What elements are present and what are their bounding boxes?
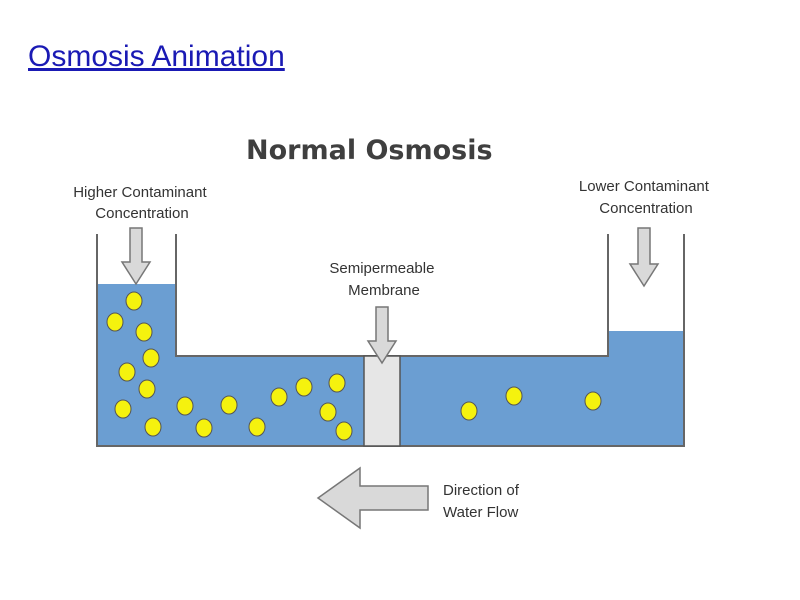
membrane-label: Semipermeable Membrane xyxy=(329,260,438,299)
particle xyxy=(505,386,523,406)
particle xyxy=(248,417,266,437)
particle xyxy=(319,402,337,422)
left-down-arrow-icon xyxy=(120,227,152,286)
particle xyxy=(195,418,213,438)
flow-label: Direction of Water Flow xyxy=(443,482,523,521)
right-label-line-2: Concentration xyxy=(599,200,692,217)
particle xyxy=(584,391,602,411)
particle xyxy=(176,396,194,416)
membrane-down-arrow-icon xyxy=(366,306,398,365)
contaminant-particles xyxy=(106,291,602,441)
left-label-line-2: Concentration xyxy=(95,205,188,222)
flow-label-line-1: Direction of xyxy=(443,482,520,499)
particle xyxy=(135,322,153,342)
membrane-label-line-1: Semipermeable xyxy=(329,260,434,277)
right-label: Lower Contaminant Concentration xyxy=(579,178,713,217)
water-flow-arrow-icon xyxy=(316,466,429,530)
membrane-label-line-2: Membrane xyxy=(348,282,420,299)
particle xyxy=(270,387,288,407)
particle xyxy=(114,399,132,419)
particle xyxy=(295,377,313,397)
left-label-line-1: Higher Contaminant xyxy=(73,184,207,201)
particle xyxy=(142,348,160,368)
particle xyxy=(125,291,143,311)
semipermeable-membrane xyxy=(363,355,401,447)
left-label: Higher Contaminant Concentration xyxy=(73,184,211,222)
flow-label-line-2: Water Flow xyxy=(443,504,518,521)
diagram-title: Normal Osmosis xyxy=(246,135,493,166)
particle xyxy=(328,373,346,393)
particle xyxy=(138,379,156,399)
particle xyxy=(106,312,124,332)
particle xyxy=(460,401,478,421)
osmosis-animation-link[interactable]: Osmosis Animation xyxy=(28,40,285,73)
right-down-arrow-icon xyxy=(628,227,660,288)
right-label-line-1: Lower Contaminant xyxy=(579,178,710,195)
particle xyxy=(144,417,162,437)
particle xyxy=(335,421,353,441)
particle xyxy=(220,395,238,415)
particle xyxy=(118,362,136,382)
